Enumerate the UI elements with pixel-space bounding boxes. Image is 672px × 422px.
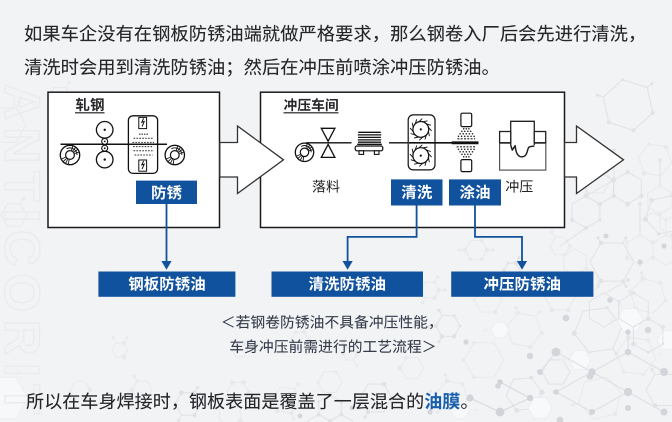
svg-text:ANTICORIT: ANTICORIT bbox=[0, 84, 50, 422]
